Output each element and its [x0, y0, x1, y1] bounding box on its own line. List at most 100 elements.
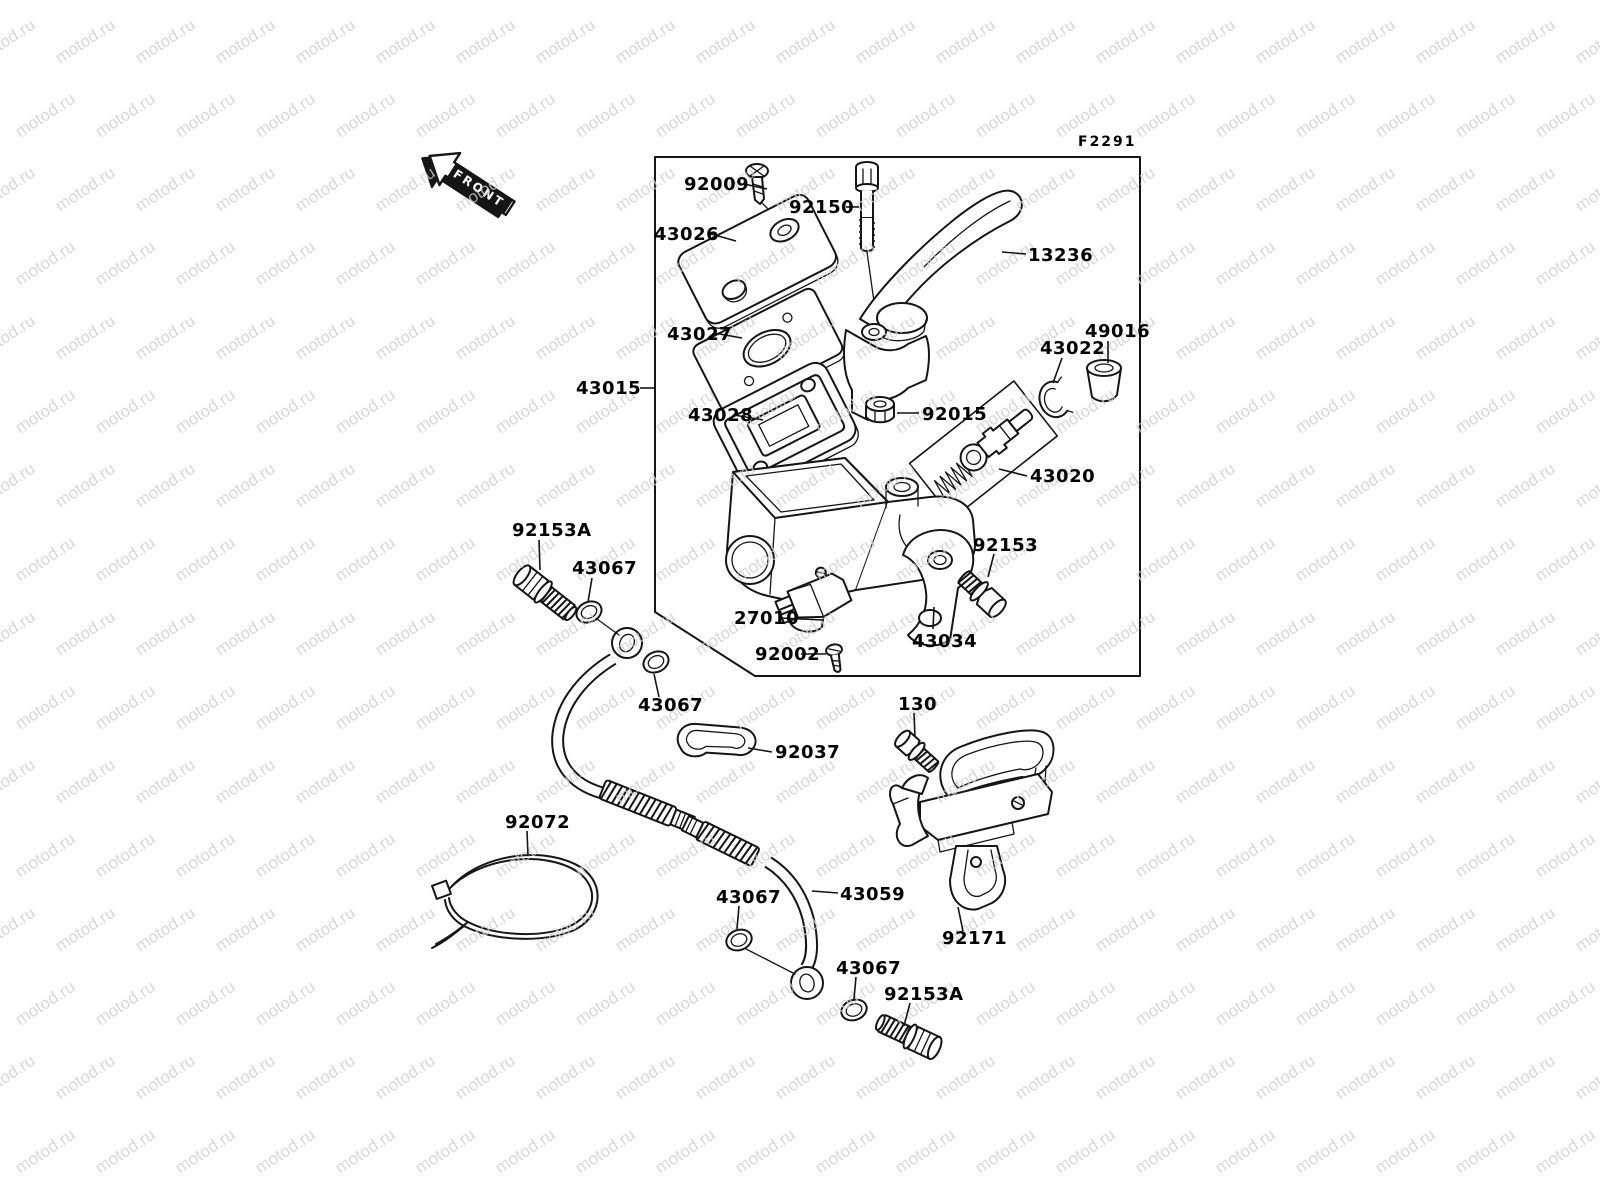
watermark-text: motod.ru [1332, 15, 1399, 67]
watermark-text: motod.ru [1052, 533, 1119, 585]
watermark-text: motod.ru [1572, 163, 1600, 215]
part-label-washer-lower-2: 43067 [836, 958, 901, 979]
part-drawing-nut-92015 [865, 396, 895, 424]
watermark-text: motod.ru [1132, 237, 1199, 289]
watermark-text: motod.ru [652, 89, 719, 141]
leader-line-banjo-bolt-upper [538, 539, 541, 571]
watermark-text: motod.ru [92, 1125, 159, 1177]
watermark-text: motod.ru [1532, 89, 1599, 141]
part-drawing-boot-49016 [1086, 359, 1122, 403]
watermark-text: motod.ru [1572, 755, 1600, 807]
watermark-text: motod.ru [252, 681, 319, 733]
part-drawing-hose-43059-lower [680, 814, 824, 1000]
watermark-text: motod.ru [292, 459, 359, 511]
watermark-text: motod.ru [372, 15, 439, 67]
watermark-text: motod.ru [172, 237, 239, 289]
leader-line-plate-diaphragm [713, 332, 743, 339]
part-label-screw-reservoir-cap: 92009 [684, 174, 749, 195]
watermark-text: motod.ru [532, 163, 599, 215]
watermark-text: motod.ru [1452, 681, 1519, 733]
watermark-text: motod.ru [492, 237, 559, 289]
part-drawing-circlip-43022 [1038, 376, 1074, 419]
watermark-text: motod.ru [1412, 1051, 1479, 1103]
assembly-line-washer-to-banjo-upper [596, 618, 620, 636]
part-label-banjo-bolt-upper: 92153A [512, 520, 592, 541]
watermark-text: motod.ru [0, 459, 38, 511]
watermark-text: motod.ru [1252, 903, 1319, 955]
watermark-text: motod.ru [252, 1125, 319, 1177]
part-labels-layer: 9200992150430264302743028430151323649016… [505, 174, 1150, 1027]
watermark-text: motod.ru [1532, 237, 1599, 289]
watermark-text: motod.ru [1052, 681, 1119, 733]
watermark-text: motod.ru [1572, 459, 1600, 511]
watermark-text: motod.ru [492, 89, 559, 141]
watermark-text: motod.ru [1172, 311, 1239, 363]
watermark-text: motod.ru [1212, 89, 1279, 141]
watermark-text: motod.ru [972, 1125, 1039, 1177]
watermark-text: motod.ru [1212, 237, 1279, 289]
watermark-text: motod.ru [972, 89, 1039, 141]
leader-line-washer-lower-2 [853, 976, 857, 1000]
watermark-text: motod.ru [1372, 977, 1439, 1029]
watermark-text: motod.ru [12, 681, 79, 733]
watermark-text: motod.ru [412, 385, 479, 437]
watermark-text: motod.ru [1212, 533, 1279, 585]
watermark-text: motod.ru [0, 163, 38, 215]
watermark-text: motod.ru [132, 755, 199, 807]
part-label-boot-dust: 49016 [1085, 321, 1150, 342]
leader-line-washer-upper-1 [587, 577, 593, 603]
watermark-text: motod.ru [1452, 385, 1519, 437]
watermark-text: motod.ru [972, 681, 1039, 733]
watermark-text: motod.ru [892, 1125, 959, 1177]
watermark-text: motod.ru [372, 755, 439, 807]
watermark-text: motod.ru [772, 15, 839, 67]
watermark-text: motod.ru [12, 385, 79, 437]
watermark-text: motod.ru [852, 903, 919, 955]
watermark-text: motod.ru [1572, 15, 1600, 67]
watermark-text: motod.ru [452, 755, 519, 807]
watermark-text: motod.ru [292, 15, 359, 67]
watermark-text: motod.ru [1252, 163, 1319, 215]
watermark-text: motod.ru [252, 829, 319, 881]
part-drawing-clamp-43034 [902, 529, 975, 647]
watermark-text: motod.ru [1332, 163, 1399, 215]
part-label-banjo-bolt-lower: 92153A [884, 984, 964, 1005]
watermark-text: motod.ru [1492, 15, 1559, 67]
watermark-text: motod.ru [772, 1051, 839, 1103]
assembly-line-washer-to-banjo-lower [745, 948, 796, 975]
watermark-text: motod.ru [1532, 385, 1599, 437]
watermark-text: motod.ru [212, 1051, 279, 1103]
watermark-text: motod.ru [252, 89, 319, 141]
watermark-text: motod.ru [852, 1051, 919, 1103]
watermark-text: motod.ru [932, 15, 999, 67]
part-label-diaphragm: 43028 [688, 405, 753, 426]
watermark-text: motod.ru [372, 903, 439, 955]
watermark-text: motod.ru [52, 755, 119, 807]
watermark-text: motod.ru [612, 1051, 679, 1103]
watermark-text: motod.ru [452, 1051, 519, 1103]
watermark-text: motod.ru [1172, 903, 1239, 955]
watermark-text: motod.ru [1132, 829, 1199, 881]
part-label-plate-diaphragm: 43027 [667, 324, 732, 345]
watermark-text: motod.ru [332, 829, 399, 881]
part-label-master-cylinder-assy: 43015 [576, 378, 641, 399]
watermark-text: motod.ru [252, 977, 319, 1029]
watermark-text: motod.ru [172, 681, 239, 733]
watermark-text: motod.ru [12, 89, 79, 141]
watermark-text: motod.ru [572, 89, 639, 141]
watermark-text: motod.ru [612, 903, 679, 955]
part-drawing-cap-43026 [677, 193, 839, 329]
watermark-text: motod.ru [12, 829, 79, 881]
part-label-screw-switch: 92002 [755, 644, 820, 665]
watermark-text: motod.ru [732, 977, 799, 1029]
part-drawing-bolt-130 [894, 729, 940, 773]
watermark-text: motod.ru [1132, 385, 1199, 437]
watermark-text: motod.ru [852, 15, 919, 67]
watermark-text: motod.ru [492, 1125, 559, 1177]
watermark-text: motod.ru [612, 163, 679, 215]
part-label-clamp-hose: 92037 [775, 742, 840, 763]
watermark-text: motod.ru [1372, 89, 1439, 141]
watermark-text: motod.ru [1212, 977, 1279, 1029]
watermark-text: motod.ru [1372, 1125, 1439, 1177]
